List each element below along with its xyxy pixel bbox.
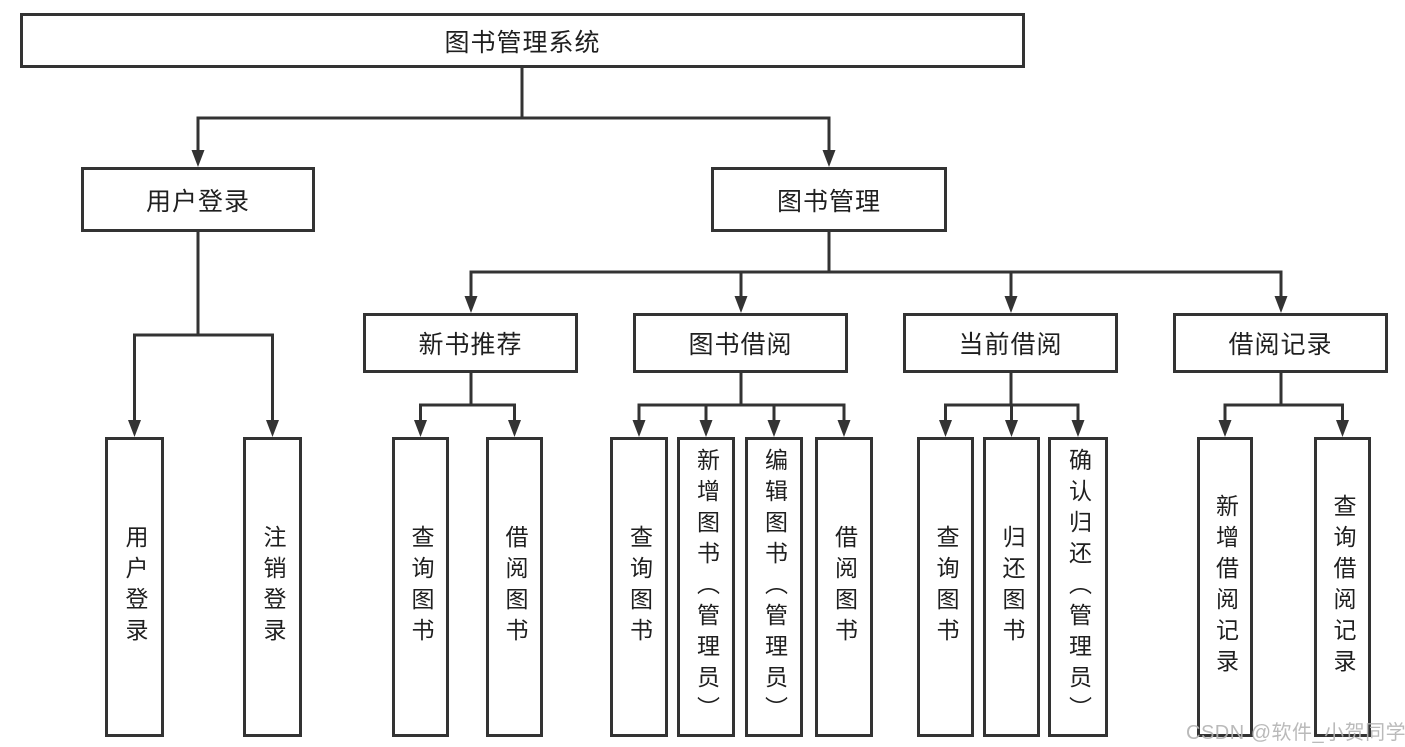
node-user-login-branch: 用户登录 — [81, 167, 315, 232]
node-label: 查询图书 — [626, 525, 653, 649]
connector-user-login-to-leaves — [128, 230, 279, 437]
node-label: 新增图书（管理员） — [693, 447, 720, 727]
node-leaf-current-confirm-admin: 确认归还（管理员） — [1048, 437, 1108, 737]
node-label: 借阅图书 — [502, 525, 528, 649]
connector-book-borrow-to-leaves — [632, 371, 851, 437]
node-label: 借阅图书 — [831, 525, 858, 649]
node-book-mgmt-branch: 图书管理 — [711, 167, 947, 232]
node-label: 查询借阅记录 — [1330, 494, 1356, 680]
connector-new-book-to-leaves — [414, 371, 521, 437]
node-leaf-newbook-borrow: 借阅图书 — [486, 437, 543, 737]
connector-current-borrow-to-leaves — [939, 371, 1085, 437]
node-label: 用户登录 — [122, 525, 148, 649]
node-leaf-record-query: 查询借阅记录 — [1314, 437, 1371, 737]
node-new-book-group: 新书推荐 — [363, 313, 578, 373]
node-book-borrow-group: 图书借阅 — [633, 313, 848, 373]
node-label: 注销登录 — [260, 525, 286, 649]
node-leaf-borrow-edit-admin: 编辑图书（管理员） — [745, 437, 803, 737]
node-label: 编辑图书（管理员） — [761, 447, 788, 727]
node-leaf-borrow-borrow: 借阅图书 — [815, 437, 873, 737]
node-borrow-record-group: 借阅记录 — [1173, 313, 1388, 373]
node-leaf-record-add: 新增借阅记录 — [1197, 437, 1253, 737]
connector-root-to-branches — [191, 66, 836, 167]
node-current-borrow-group: 当前借阅 — [903, 313, 1118, 373]
connector-book-mgmt-to-groups — [464, 230, 1288, 313]
node-leaf-newbook-query: 查询图书 — [392, 437, 449, 737]
node-label: 查询图书 — [408, 525, 434, 649]
node-root: 图书管理系统 — [20, 13, 1025, 68]
node-leaf-logout: 注销登录 — [243, 437, 302, 737]
node-leaf-borrow-query: 查询图书 — [610, 437, 668, 737]
node-label: 查询图书 — [933, 525, 959, 649]
csdn-watermark: CSDN @软件_小贺同学 — [1186, 722, 1405, 744]
connector-borrow-record-to-leaves — [1218, 371, 1349, 437]
node-leaf-user-login: 用户登录 — [105, 437, 164, 737]
node-leaf-current-query: 查询图书 — [917, 437, 974, 737]
node-label: 新增借阅记录 — [1212, 494, 1239, 680]
node-leaf-borrow-add-admin: 新增图书（管理员） — [677, 437, 735, 737]
node-label: 确认归还（管理员） — [1065, 447, 1092, 727]
node-label: 归还图书 — [999, 525, 1025, 649]
node-leaf-current-return: 归还图书 — [983, 437, 1040, 737]
